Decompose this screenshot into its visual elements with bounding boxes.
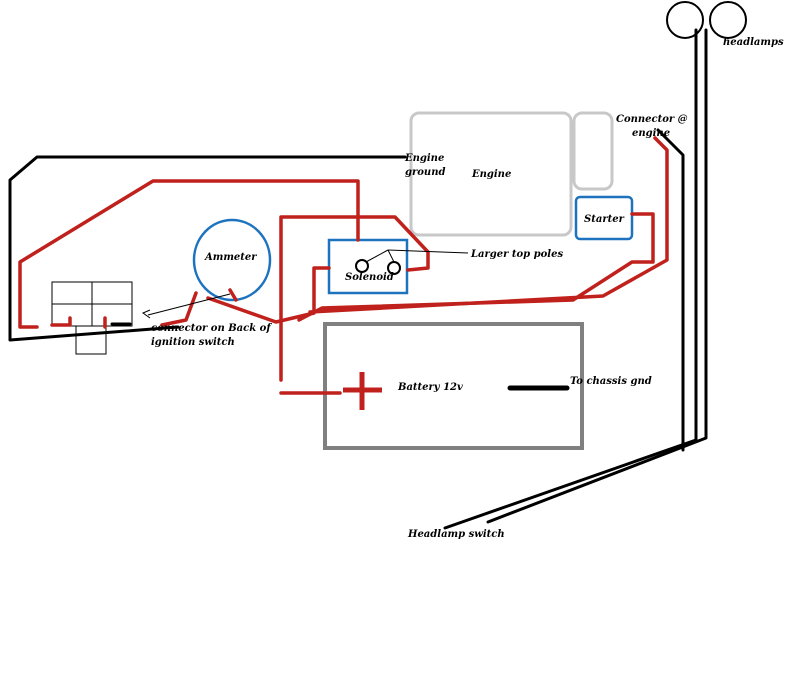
engine-side-block — [572, 111, 614, 191]
ammeter-label: Ammeter — [204, 252, 257, 263]
headlamps-label: headlamps — [723, 37, 784, 48]
connector-engine-label-1: Connector @ — [616, 114, 688, 125]
pointer-lines — [141, 249, 469, 319]
larger-top-poles-label: Larger top poles — [470, 249, 563, 260]
ammeter-circle — [192, 218, 272, 302]
chassis-gnd-label: To chassis gnd — [570, 376, 652, 387]
power-wires — [18, 136, 669, 395]
headlamps — [666, 1, 747, 39]
engine-label: Engine — [471, 169, 511, 180]
engine-block — [409, 111, 573, 237]
battery-box — [323, 322, 584, 450]
solenoid-pole-left — [355, 259, 369, 273]
starter-label: Starter — [584, 214, 625, 225]
engine-ground-label-2: ground — [405, 167, 445, 178]
engine-ground-label-1: Engine — [404, 153, 444, 164]
ignition-connector-label-2: ignition switch — [151, 337, 235, 348]
solenoid-label: Solenoid — [345, 272, 394, 283]
ground-wires — [8, 28, 708, 530]
battery-plus-terminal — [343, 372, 382, 410]
starter-box — [574, 195, 634, 241]
battery-label: Battery 12v — [397, 382, 463, 393]
ignition-switch-connector — [51, 281, 133, 355]
headlamp-switch-label: Headlamp switch — [407, 529, 505, 540]
ignition-connector-label-1: connector on Back of — [151, 323, 272, 334]
connector-engine-label-2: engine — [632, 128, 670, 139]
